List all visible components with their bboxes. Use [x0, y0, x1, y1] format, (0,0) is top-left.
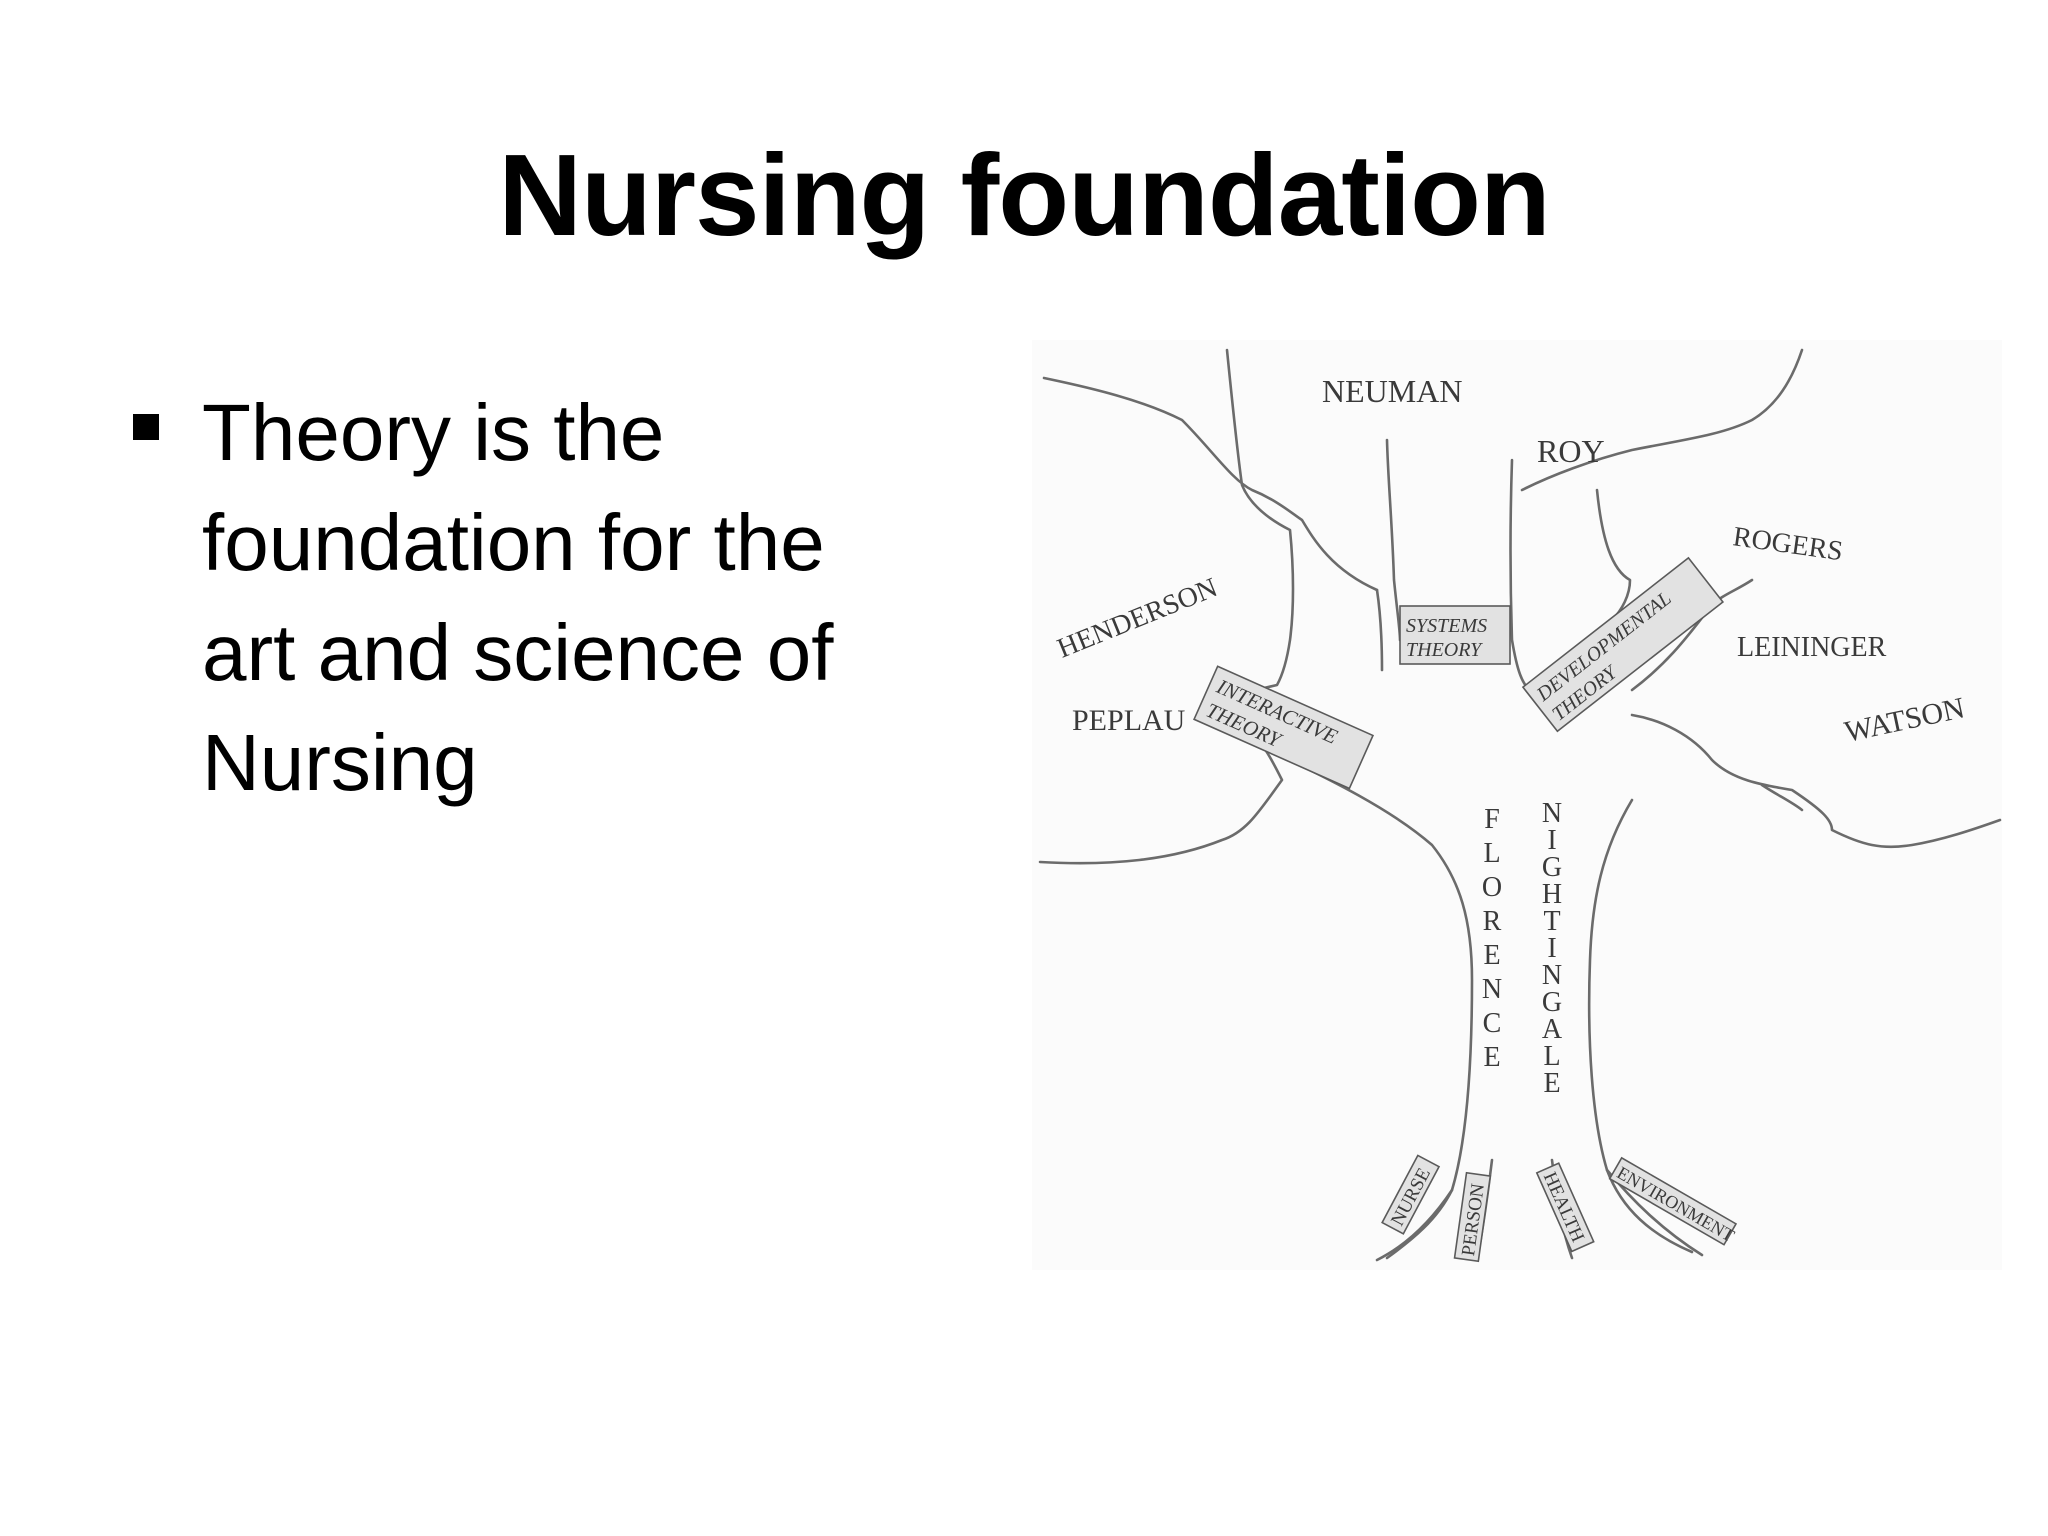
branch-watson	[1632, 715, 2000, 847]
trunk-letter: E	[1483, 940, 1500, 971]
theorist-henderson-label: HENDERSON	[1053, 572, 1222, 664]
trunk-letter: E	[1483, 1042, 1500, 1073]
bullet-item: Theory is the foundation for the art and…	[202, 378, 922, 818]
branch-neuman-stem-b	[1377, 590, 1382, 670]
branch-developmental	[1597, 490, 1630, 620]
trunk-letter: O	[1482, 872, 1502, 903]
trunk-letter: F	[1484, 804, 1500, 835]
root-environment-label: ENVIRONMENT	[1614, 1162, 1738, 1245]
trunk-letter: R	[1483, 906, 1502, 937]
nursing-theory-tree-figure: NEUMAN ROY ROGERS HENDERSON LEININGER PE…	[1032, 340, 2002, 1270]
trunk-letter: L	[1483, 838, 1500, 869]
trunk-nightingale-label: N I G H T I N G A L E	[1542, 798, 1563, 1099]
slide-title: Nursing foundation	[0, 125, 2048, 265]
trunk-letter: C	[1483, 1008, 1502, 1039]
theorist-peplau-label: PEPLAU	[1072, 704, 1186, 737]
branch-lower-left	[1040, 748, 1282, 863]
theorist-roy-label: ROY	[1537, 433, 1605, 469]
branch-left-inner	[1227, 350, 1293, 688]
bullet-line: art and science of	[202, 598, 922, 708]
bullet-line: foundation for the	[202, 488, 922, 598]
developmental-theory-group: DEVELOPMENTAL THEORY	[1523, 558, 1723, 731]
trunk-florence-label: F L O R E N C E	[1482, 804, 1502, 1073]
tree-outline	[1040, 350, 2000, 1260]
systems-theory-label-line2: THEORY	[1406, 639, 1483, 661]
tree-drawing: NEUMAN ROY ROGERS HENDERSON LEININGER PE…	[1032, 340, 2002, 1270]
theorist-neuman-label: NEUMAN	[1322, 373, 1462, 409]
root-environment-group: ENVIRONMENT	[1610, 1158, 1740, 1247]
branch-neuman-stem	[1387, 440, 1400, 640]
root-health-group: HEALTH	[1537, 1163, 1594, 1251]
root-person-group: PERSON	[1455, 1173, 1491, 1262]
trunk-letter: E	[1543, 1068, 1560, 1099]
theorist-leininger-label: LEININGER	[1737, 632, 1887, 663]
theorist-rogers-label: ROGERS	[1731, 521, 1845, 567]
bullet-line: Nursing	[202, 708, 922, 818]
branch-upper-right	[1522, 350, 1802, 490]
square-bullet-icon	[133, 414, 159, 440]
trunk-letter: N	[1482, 974, 1502, 1005]
branch-upper-left	[1044, 378, 1377, 590]
systems-theory-label-line1: SYSTEMS	[1406, 615, 1487, 637]
bullet-line: Theory is the	[202, 378, 922, 488]
theorist-watson-label: WATSON	[1842, 691, 1968, 749]
interactive-theory-group: INTERACTIVE THEORY	[1194, 666, 1373, 788]
trunk-left-edge	[1264, 748, 1472, 1258]
